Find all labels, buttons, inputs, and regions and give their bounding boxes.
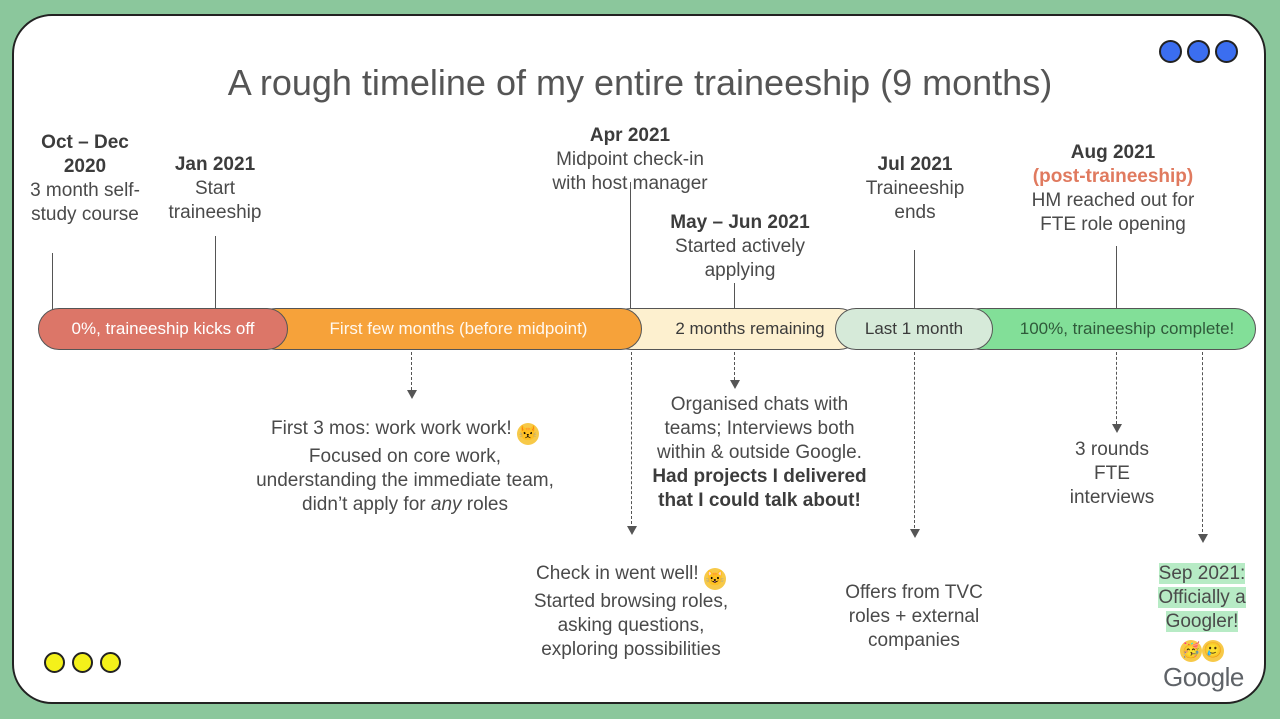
note-line: Offers from TVC roles + external compani… — [845, 582, 983, 651]
arrow-head-icon — [627, 526, 637, 535]
dashed-arrow — [734, 352, 735, 380]
dashed-arrow — [914, 352, 915, 528]
google-logo: Google — [1163, 662, 1244, 692]
milestone-desc: Started actively applying — [675, 236, 805, 281]
milestone-date: Jul 2021 — [877, 154, 953, 175]
milestone-date: Aug 2021 — [1070, 142, 1156, 163]
milestone-desc: Start traineeship — [168, 178, 262, 223]
milestone-aug: Aug 2021 (post-traineeship) HM reached o… — [1015, 141, 1211, 237]
milestone-jan: Jan 2021 Start traineeship — [150, 153, 280, 225]
arrow-head-icon — [730, 380, 740, 389]
milestone-desc: 3 month self-study course — [30, 180, 140, 225]
connector-line — [914, 250, 915, 310]
milestone-may: May – Jun 2021 Started actively applying — [640, 211, 840, 283]
note-bold: Had projects I delivered that I could ta… — [652, 466, 867, 511]
blue-dot — [1215, 40, 1238, 63]
segment-label: Last 1 month — [864, 319, 964, 338]
note-highlight: Sep 2021: Officially a Googler! — [1158, 563, 1246, 632]
yellow-dot — [44, 652, 65, 673]
segment-label: 0%, traineeship kicks off — [71, 319, 255, 338]
smiling-cat-icon: 😺 — [703, 568, 726, 590]
party-face-icon: 🥳 — [1180, 640, 1202, 662]
dashed-arrow — [1202, 352, 1203, 532]
note-line: 3 rounds FTE interviews — [1069, 439, 1155, 508]
connector-line — [1116, 246, 1117, 310]
note-chats: Organised chats with teams; Interviews b… — [652, 393, 867, 513]
milestone-jul: Jul 2021 Traineeship ends — [845, 153, 985, 225]
dashed-arrow — [1116, 352, 1117, 424]
arrow-head-icon — [910, 529, 920, 538]
note-line: Organised chats with teams; Interviews b… — [657, 394, 862, 463]
blue-dot — [1159, 40, 1182, 63]
dashed-arrow — [411, 352, 412, 390]
note-fte: 3 rounds FTE interviews — [1060, 438, 1164, 510]
arrow-head-icon — [407, 390, 417, 399]
milestone-date: Jan 2021 — [174, 154, 256, 175]
segment-remaining: 2 months remaining — [610, 308, 860, 350]
note-line: First 3 mos: work work work! — [271, 418, 512, 439]
segment-complete: 100%, traineeship complete! — [960, 308, 1256, 350]
milestone-oct: Oct – Dec 2020 3 month self-study course — [22, 131, 148, 227]
slide-card — [12, 14, 1266, 704]
connector-line — [630, 182, 631, 310]
segment-label: First few months (before midpoint) — [329, 319, 588, 338]
arrow-head-icon — [1112, 424, 1122, 433]
dashed-arrow — [631, 352, 632, 524]
milestone-date: Apr 2021 — [589, 125, 671, 146]
blue-dot — [1187, 40, 1210, 63]
arrow-head-icon — [1198, 534, 1208, 543]
segment-label: 100%, traineeship complete! — [1019, 319, 1235, 338]
note-line: roles — [466, 494, 508, 515]
note-line: Started browsing roles, asking questions… — [533, 591, 729, 660]
milestone-note: (post-traineeship) — [1032, 166, 1194, 187]
milestone-desc: Traineeship ends — [865, 178, 965, 223]
note-first-months: First 3 mos: work work work! 😾 Focused o… — [250, 417, 560, 517]
smiling-tear-face-icon: 🥲 — [1202, 640, 1224, 662]
pouting-cat-icon: 😾 — [516, 423, 539, 445]
note-sep: Sep 2021: Officially a Googler! 🥳🥲 — [1150, 562, 1254, 662]
note-line: Check in went well! — [536, 563, 699, 584]
connector-line — [734, 283, 735, 309]
note-line: Focused on core work, understanding the … — [256, 446, 554, 515]
segment-kickoff: 0%, traineeship kicks off — [38, 308, 288, 350]
page-title: A rough timeline of my entire traineeshi… — [227, 62, 1053, 103]
milestone-date: May – Jun 2021 — [670, 212, 810, 233]
milestone-desc: HM reached out for FTE role opening — [1031, 190, 1195, 235]
connector-line — [52, 253, 53, 311]
milestone-date: Oct – Dec 2020 — [41, 132, 129, 177]
note-checkin: Check in went well! 😺 Started browsing r… — [520, 562, 742, 662]
yellow-dot — [72, 652, 93, 673]
note-offers: Offers from TVC roles + external compani… — [832, 581, 996, 653]
segment-first-months: First few months (before midpoint) — [255, 308, 642, 350]
connector-line — [215, 236, 216, 310]
segment-label: 2 months remaining — [675, 319, 825, 338]
yellow-dot — [100, 652, 121, 673]
segment-last-month: Last 1 month — [835, 308, 993, 350]
note-emphasis: any — [430, 494, 462, 515]
